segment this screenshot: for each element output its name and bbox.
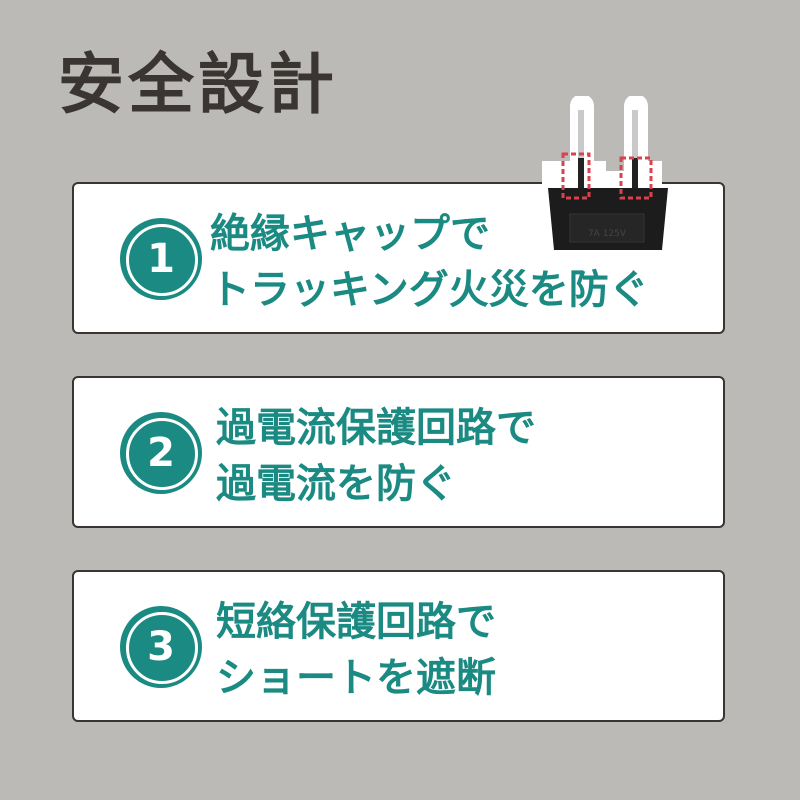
feature-text: 短絡保護回路で ショートを遮断 [216, 594, 496, 706]
feature-card-2: 2 過電流保護回路で 過電流を防ぐ [72, 376, 725, 528]
feature-line-2: 過電流を防ぐ [216, 461, 456, 507]
number-badge: 1 [120, 218, 202, 300]
feature-line-2: トラッキング火災を防ぐ [210, 267, 649, 313]
feature-line-1: 短絡保護回路で [216, 599, 496, 645]
feature-line-2: ショートを遮断 [216, 655, 496, 701]
feature-card-3: 3 短絡保護回路で ショートを遮断 [72, 570, 725, 722]
badge-number: 1 [147, 236, 175, 282]
badge-number: 2 [147, 430, 175, 476]
feature-line-1: 絶縁キャップで [210, 211, 490, 257]
plug-rating: 7A 125V [588, 229, 627, 239]
feature-text: 過電流保護回路で 過電流を防ぐ [216, 400, 536, 512]
plug-icon: 7A 125V [542, 96, 668, 250]
badge-number: 3 [147, 624, 175, 670]
feature-line-1: 過電流保護回路で [216, 405, 536, 451]
feature-text: 絶縁キャップで トラッキング火災を防ぐ [210, 206, 649, 318]
number-badge: 2 [120, 412, 202, 494]
number-badge: 3 [120, 606, 202, 688]
page-title: 安全設計 [58, 46, 338, 123]
